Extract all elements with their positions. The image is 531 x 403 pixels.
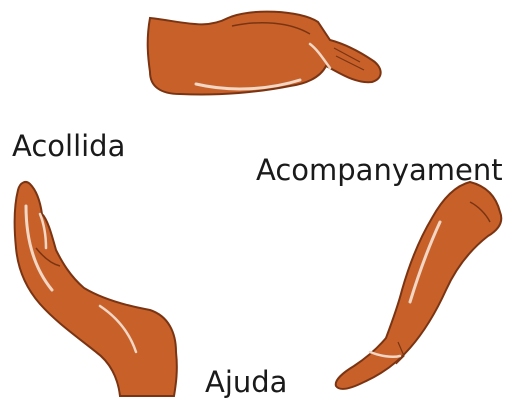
label-acollida: Acollida	[12, 132, 125, 161]
hand-right-icon	[336, 182, 502, 389]
hand-top-icon	[148, 12, 381, 95]
hand-left-icon	[15, 182, 177, 396]
label-ajuda: Ajuda	[205, 368, 287, 397]
label-acompanyament: Acompanyament	[256, 156, 503, 185]
